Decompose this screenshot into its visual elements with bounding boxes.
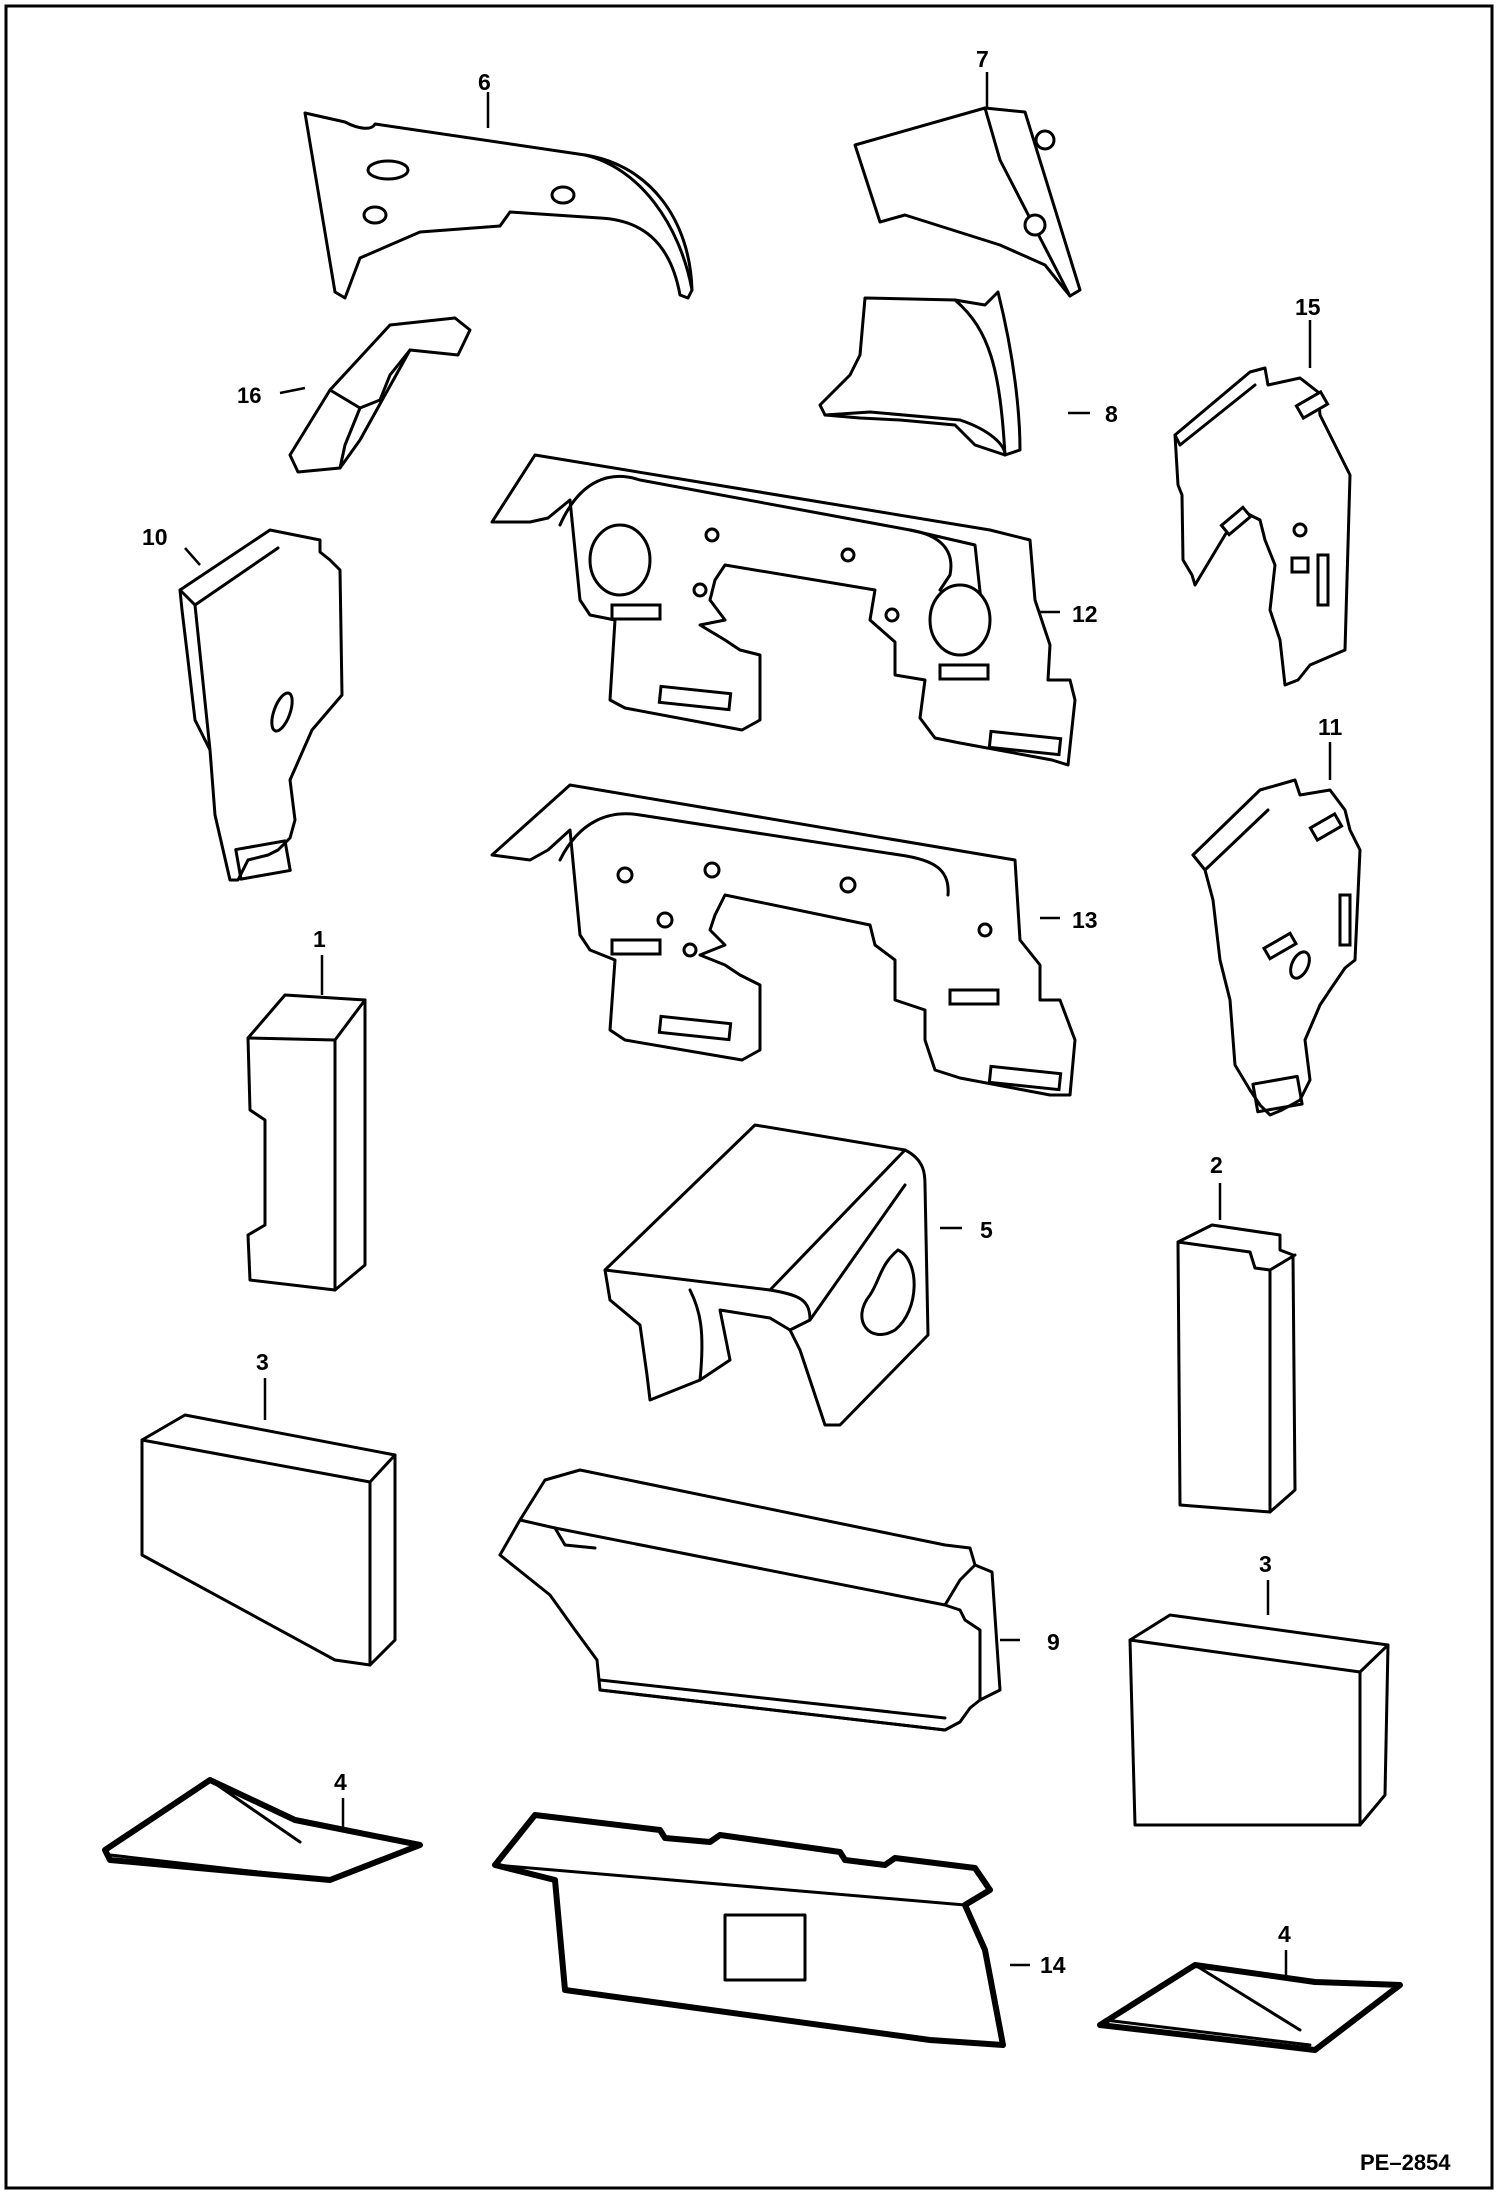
part-3-left bbox=[140, 1413, 397, 1667]
part-5 bbox=[603, 1123, 930, 1427]
callout-8: 8 bbox=[1105, 401, 1118, 427]
part-3-right bbox=[1128, 1613, 1390, 1827]
callout-11: 11 bbox=[1318, 714, 1343, 740]
part-9 bbox=[498, 1468, 1002, 1732]
callout-14: 14 bbox=[1040, 1952, 1066, 1978]
callout-16: 16 bbox=[237, 383, 261, 408]
callout-1: 1 bbox=[313, 926, 326, 952]
part-8 bbox=[818, 290, 1022, 457]
diagram-border bbox=[4, 4, 1494, 2190]
callout-12: 12 bbox=[1072, 601, 1098, 627]
callout-9: 9 bbox=[1047, 1629, 1060, 1655]
part-7 bbox=[853, 106, 1082, 298]
callout-2: 2 bbox=[1210, 1152, 1223, 1178]
part-4-right bbox=[1097, 1962, 1403, 2053]
part-6 bbox=[303, 111, 694, 300]
callout-5: 5 bbox=[980, 1217, 993, 1243]
callout-4-right: 4 bbox=[1278, 1921, 1291, 1947]
callout-13: 13 bbox=[1072, 907, 1098, 933]
part-10 bbox=[178, 528, 344, 882]
figure-reference: PE–2854 bbox=[1360, 2150, 1451, 2175]
callout-7: 7 bbox=[976, 46, 989, 72]
callout-3-left: 3 bbox=[256, 1349, 269, 1375]
part-15 bbox=[1173, 366, 1352, 687]
callout-6: 6 bbox=[478, 69, 491, 95]
callout-15: 15 bbox=[1295, 294, 1321, 320]
part-1 bbox=[246, 993, 367, 1292]
part-2 bbox=[1176, 1223, 1297, 1514]
callout-3-right: 3 bbox=[1259, 1551, 1272, 1577]
part-11 bbox=[1191, 778, 1362, 1117]
part-4-left bbox=[102, 1777, 423, 1883]
part-16 bbox=[288, 316, 472, 474]
part-13 bbox=[490, 783, 1077, 1097]
callout-10: 10 bbox=[142, 524, 168, 550]
part-14 bbox=[492, 1812, 1006, 2048]
part-12 bbox=[490, 453, 1077, 767]
callout-4-left: 4 bbox=[334, 1769, 347, 1795]
